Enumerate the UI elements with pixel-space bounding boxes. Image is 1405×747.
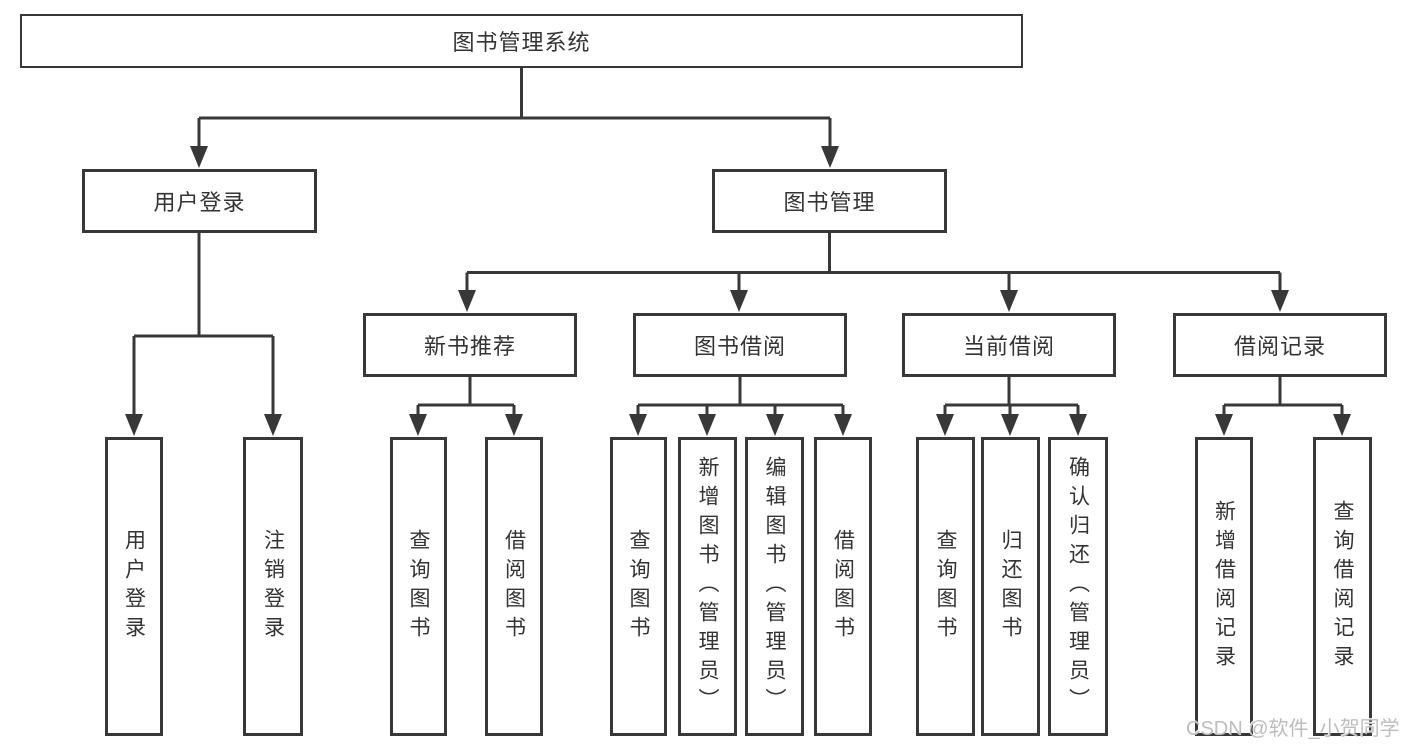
node-new-book-recommend-label: 新书推荐 (423, 334, 516, 359)
node-leaf-query-borrow-record: 查询借阅记录 (1313, 437, 1372, 736)
leaf-label: 用户登录 (122, 528, 146, 645)
connector-new-book-children (416, 377, 516, 430)
node-borrow-records: 借阅记录 (1173, 313, 1387, 377)
leaf-label: 新增借阅记录 (1212, 499, 1236, 674)
arrowheads (125, 146, 1351, 436)
node-leaf-confirm-return-admin: 确认归还（管理员） (1048, 437, 1108, 736)
node-borrow-records-label: 借阅记录 (1233, 334, 1326, 359)
connector-borrow-record-children (1222, 377, 1344, 430)
node-leaf-logout: 注销登录 (243, 437, 303, 736)
node-leaf-edit-book-admin: 编辑图书（管理员） (745, 437, 804, 736)
leaf-label: 查询图书 (934, 528, 957, 645)
leaf-label: 归还图书 (999, 528, 1022, 645)
node-leaf-borrow-books-recommend: 借阅图书 (485, 437, 543, 736)
leaf-label: 借阅图书 (502, 528, 526, 645)
node-leaf-return-books: 归还图书 (981, 437, 1040, 736)
node-current-borrow: 当前借阅 (902, 313, 1116, 377)
connector-book-management-children (465, 233, 1282, 306)
node-book-management-label: 图书管理 (783, 190, 876, 215)
node-book-borrow-label: 图书借阅 (693, 334, 786, 359)
leaf-label: 编辑图书（管理员） (763, 456, 786, 717)
node-book-borrow: 图书借阅 (633, 313, 847, 377)
connector-root-to-level2 (197, 68, 832, 162)
leaf-label: 确认归还（管理员） (1066, 456, 1090, 717)
node-current-borrow-label: 当前借阅 (962, 334, 1055, 359)
node-new-book-recommend: 新书推荐 (363, 313, 577, 377)
node-root-label: 图书管理系统 (452, 30, 591, 55)
leaf-label: 借阅图书 (831, 528, 855, 645)
connector-user-login-children (132, 233, 275, 430)
node-book-management: 图书管理 (712, 169, 947, 233)
leaf-label: 查询借阅记录 (1331, 499, 1354, 674)
leaf-label: 新增图书（管理员） (696, 456, 719, 717)
connector-book-borrow-children (636, 377, 845, 430)
node-root: 图书管理系统 (20, 14, 1023, 68)
node-user-login-label: 用户登录 (153, 190, 246, 215)
node-leaf-add-book-admin: 新增图书（管理员） (678, 437, 737, 736)
node-user-login: 用户登录 (82, 169, 317, 233)
watermark-text: CSDN @软件_小贺同学 (1186, 718, 1400, 740)
leaf-label: 查询图书 (627, 528, 650, 645)
node-leaf-borrow-books: 借阅图书 (814, 437, 872, 736)
node-leaf-query-books-current: 查询图书 (916, 437, 975, 736)
leaf-label: 查询图书 (407, 528, 430, 645)
node-leaf-query-books-borrow: 查询图书 (610, 437, 667, 736)
node-leaf-add-borrow-record: 新增借阅记录 (1195, 437, 1253, 736)
leaf-label: 注销登录 (261, 528, 285, 645)
node-leaf-query-books-recommend: 查询图书 (390, 437, 447, 736)
node-leaf-user-login: 用户登录 (105, 437, 163, 736)
